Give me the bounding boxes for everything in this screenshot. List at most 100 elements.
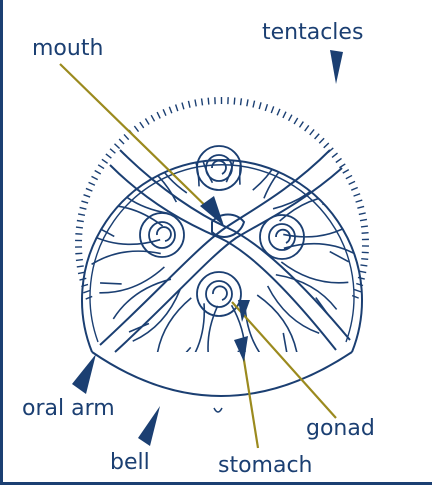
oral-arm-arrow — [72, 354, 96, 394]
tentacle — [354, 194, 361, 196]
canal-branch — [205, 116, 211, 137]
tentacle — [86, 188, 92, 191]
tentacle — [86, 296, 92, 299]
canal-branch — [100, 283, 122, 284]
label-gonad: gonad — [306, 418, 375, 440]
tentacle — [271, 106, 273, 113]
tentacle — [95, 171, 101, 175]
tentacle — [89, 182, 95, 185]
stomach-arrow — [234, 336, 248, 362]
tentacle — [91, 176, 97, 179]
tentacle — [234, 98, 235, 105]
tentacle — [202, 98, 203, 105]
canal-branch — [233, 351, 239, 372]
tentacle — [351, 188, 357, 191]
tentacle — [360, 219, 367, 220]
label-oral-arm: oral arm — [22, 398, 115, 420]
tentacle — [124, 134, 129, 139]
tentacle — [259, 102, 261, 109]
radial-canal — [245, 302, 271, 367]
tentacle — [359, 271, 366, 272]
tentacle-fringe — [75, 97, 369, 299]
tentacle — [315, 134, 320, 139]
tentacle — [195, 100, 196, 107]
tentacle — [134, 126, 138, 132]
tentacle — [241, 98, 242, 105]
tentacle — [310, 129, 314, 134]
tentacle — [294, 118, 298, 124]
tentacle — [361, 259, 368, 260]
canal-branch — [176, 347, 190, 363]
radial-canal — [253, 129, 288, 190]
canal-branch — [283, 333, 287, 354]
tentacle — [361, 226, 368, 227]
tentacle — [305, 125, 309, 131]
canal-branch — [157, 134, 161, 155]
tentacle — [163, 109, 166, 115]
gonad-top — [197, 146, 241, 190]
tentacle — [324, 143, 329, 148]
tentacle — [352, 296, 359, 299]
tentacle — [102, 159, 108, 163]
tentacle — [343, 170, 349, 174]
tentacle — [346, 175, 352, 178]
tentacle — [265, 104, 267, 111]
tentacle — [110, 149, 115, 154]
tentacles-arrow — [330, 50, 343, 84]
tentacle — [283, 112, 286, 118]
tentacle — [77, 266, 84, 267]
mouth-pointer-line — [60, 64, 222, 222]
tentacle — [114, 144, 119, 149]
tentacle — [76, 260, 83, 261]
tentacle — [277, 109, 280, 115]
radial-canals — [90, 112, 353, 375]
gonad-pointer-line — [232, 302, 336, 418]
tentacle — [80, 207, 87, 209]
bell-outline — [92, 352, 352, 396]
tentacle — [145, 119, 149, 125]
label-stomach: stomach — [218, 455, 313, 477]
tentacle — [349, 181, 355, 184]
tentacle — [357, 206, 364, 208]
radial-canal — [99, 267, 164, 293]
tentacle — [208, 98, 209, 105]
canal-branch — [253, 124, 267, 140]
label-mouth: mouth — [32, 38, 103, 60]
tentacle — [332, 153, 338, 157]
tentacle — [356, 200, 363, 202]
arrowheads — [72, 50, 343, 446]
tentacle — [354, 290, 361, 292]
bell-arrow — [138, 406, 160, 446]
radial-canal — [257, 295, 297, 353]
canal-branch — [330, 252, 349, 262]
tentacle — [169, 107, 172, 114]
canal-branch — [295, 156, 315, 164]
tentacle — [247, 99, 248, 106]
label-bell: bell — [110, 452, 150, 474]
tentacle — [360, 265, 367, 266]
tentacle — [140, 122, 144, 128]
label-tentacles: tentacles — [262, 22, 363, 44]
tentacle — [339, 164, 345, 168]
tentacle — [188, 101, 190, 108]
tentacle — [336, 158, 342, 162]
gonad-bottom — [197, 272, 241, 316]
tentacle — [319, 138, 324, 143]
tentacle — [119, 139, 124, 144]
tentacle — [151, 115, 154, 121]
tentacle — [182, 103, 184, 110]
tentacle — [157, 112, 160, 118]
stomach-pointer-line — [243, 354, 258, 448]
tentacle — [289, 115, 292, 121]
tentacle — [359, 213, 366, 214]
tentacle — [83, 291, 90, 293]
tentacle — [299, 122, 303, 128]
tentacle — [84, 195, 91, 197]
tentacle — [77, 220, 84, 221]
radial-canal — [281, 262, 348, 283]
tentacle — [81, 201, 88, 203]
radial-canal — [184, 303, 205, 370]
tentacle — [76, 227, 83, 228]
gonad-left — [140, 213, 184, 257]
tentacle — [98, 165, 104, 169]
